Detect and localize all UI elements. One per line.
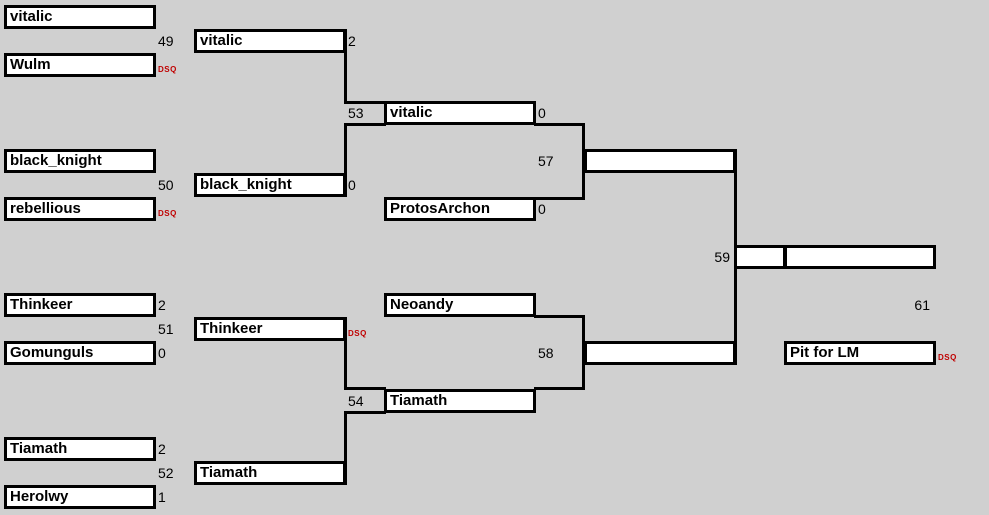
bracket-connector [344,387,386,390]
score-value: 0 [538,201,546,217]
round1-player-cell[interactable]: Tiamath [4,437,156,461]
bracket-connector [344,123,386,126]
column-divider [534,0,535,515]
bracket-connector [344,413,347,485]
score-value: 2 [348,33,356,49]
score-value: 2 [158,297,166,313]
column-divider [984,0,985,515]
round2-player-cell[interactable]: vitalic [194,29,346,53]
bracket-connector [582,315,585,390]
score-value: 0 [158,345,166,361]
round4-player-cell[interactable] [584,341,736,365]
score-value: 1 [158,489,166,505]
match-number: 49 [158,33,174,49]
match-number: 61 [914,297,930,313]
round1-player-cell[interactable]: Thinkeer [4,293,156,317]
column-divider [4,0,5,515]
final-right-cell[interactable] [784,245,936,269]
match-number: 59 [714,249,730,265]
bracket-connector [344,125,347,197]
round1-player-cell[interactable]: black_knight [4,149,156,173]
bracket-connector [582,123,585,200]
bracket-connector [344,317,347,320]
round3-player-cell[interactable]: ProtosArchon [384,197,536,221]
column-divider [384,0,385,515]
final-left-cell[interactable] [734,245,786,269]
column-divider [584,0,585,515]
dsq-marker: DSQ [348,329,367,338]
match-number: 50 [158,177,174,193]
round3-player-cell[interactable]: Tiamath [384,389,536,413]
column-divider [194,0,195,515]
round4-player-cell[interactable] [584,149,736,173]
match-number: 53 [348,105,364,121]
match-number: 58 [538,345,554,361]
side-player-cell[interactable]: Pit for LM [784,341,936,365]
match-number: 51 [158,321,174,337]
bracket-connector [734,149,737,248]
column-divider [344,0,345,515]
match-number: 57 [538,153,554,169]
round1-player-cell[interactable]: Herolwy [4,485,156,509]
score-value: 0 [348,177,356,193]
bracket-connector [534,315,585,318]
round1-player-cell[interactable]: rebellious [4,197,156,221]
match-number: 54 [348,393,364,409]
score-value: 2 [158,441,166,457]
dsq-marker: DSQ [158,209,177,218]
round2-player-cell[interactable]: Tiamath [194,461,346,485]
bracket-connector [534,387,585,390]
round3-player-cell[interactable]: vitalic [384,101,536,125]
round1-player-cell[interactable]: Gomunguls [4,341,156,365]
bracket-connector [344,411,386,414]
bracket-connector [344,29,347,104]
round2-player-cell[interactable]: Thinkeer [194,317,346,341]
round3-player-cell[interactable]: Neoandy [384,293,536,317]
dsq-marker: DSQ [938,353,957,362]
bracket-connector [534,123,585,126]
round1-player-cell[interactable]: Wulm [4,53,156,77]
round2-player-cell[interactable]: black_knight [194,173,346,197]
bracket-connector [344,101,386,104]
bracket-connector [734,266,737,365]
column-divider [154,0,155,515]
dsq-marker: DSQ [158,65,177,74]
bracket-connector [344,317,347,389]
round1-player-cell[interactable]: vitalic [4,5,156,29]
bracket-connector [534,197,585,200]
score-value: 0 [538,105,546,121]
match-number: 52 [158,465,174,481]
